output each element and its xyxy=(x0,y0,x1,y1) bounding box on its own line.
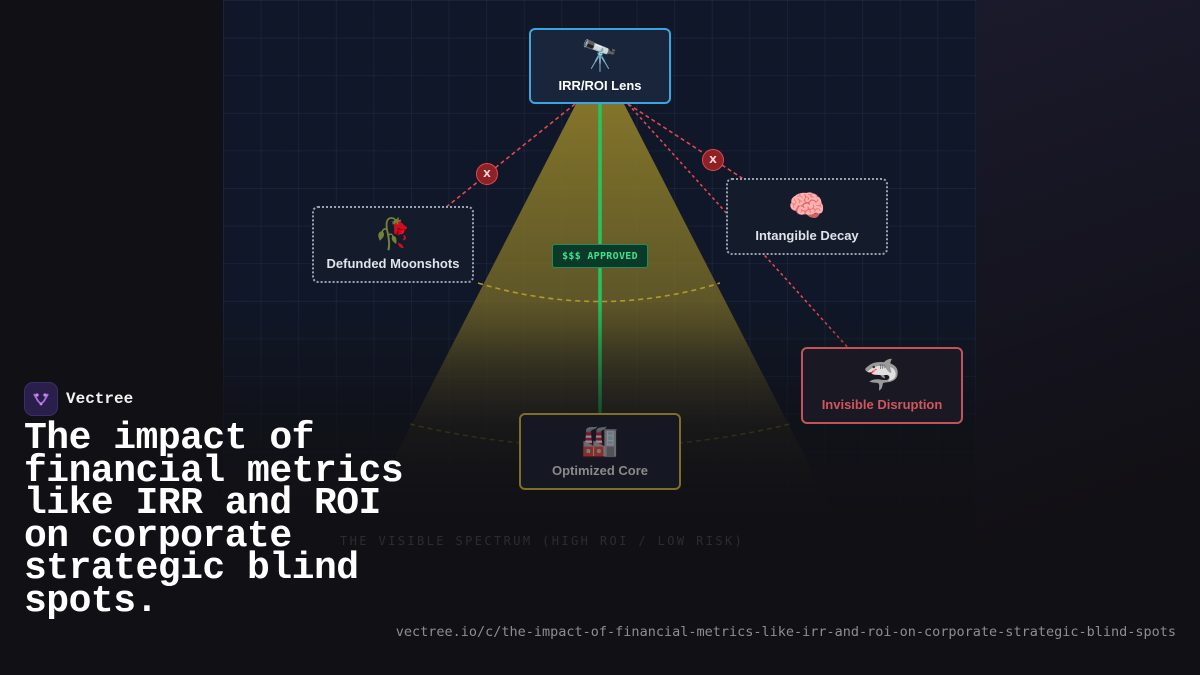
blocked-line-moonshots xyxy=(429,103,576,221)
defunded-moonshots-node: 🥀 Defunded Moonshots xyxy=(312,206,474,283)
optimized-core-node: 🏭 Optimized Core xyxy=(519,413,681,490)
blocked-line-decay xyxy=(627,103,746,181)
brain-icon: 🧠 xyxy=(788,190,826,223)
intangible-decay-node: 🧠 Intangible Decay xyxy=(726,178,888,255)
brand: Vectree xyxy=(24,382,133,416)
intangible-decay-label: Intangible Decay xyxy=(755,228,859,243)
telescope-icon: 🔭 xyxy=(581,39,619,73)
approved-badge: $$$ APPROVED xyxy=(552,244,648,268)
wilted-flower-icon: 🥀 xyxy=(374,218,412,251)
visible-spectrum-label: THE VISIBLE SPECTRUM (HIGH ROI / LOW RIS… xyxy=(340,534,745,548)
irr-roi-lens-label: IRR/ROI Lens xyxy=(558,77,642,93)
factory-icon: 🏭 xyxy=(581,425,619,458)
defunded-moonshots-label: Defunded Moonshots xyxy=(326,256,460,271)
optimized-core-label: Optimized Core xyxy=(551,463,649,478)
beam-arc-upper xyxy=(477,282,721,303)
invisible-disruption-label: Invisible Disruption xyxy=(821,397,943,412)
page-url[interactable]: vectree.io/c/the-impact-of-financial-met… xyxy=(395,624,1176,640)
brand-name: Vectree xyxy=(66,390,134,408)
invisible-disruption-node: 🦈 Invisible Disruption xyxy=(801,347,963,424)
blocked-x-icon-left: X xyxy=(476,163,498,185)
background-gradient xyxy=(975,0,1200,675)
irr-roi-lens-node: 🔭 IRR/ROI Lens xyxy=(529,28,671,104)
vectree-logo-icon xyxy=(24,382,58,416)
blocked-x-icon-right: X xyxy=(702,149,724,171)
page-title: The impact of financial metrics like IRR… xyxy=(24,417,404,623)
shark-icon: 🦈 xyxy=(863,359,901,392)
